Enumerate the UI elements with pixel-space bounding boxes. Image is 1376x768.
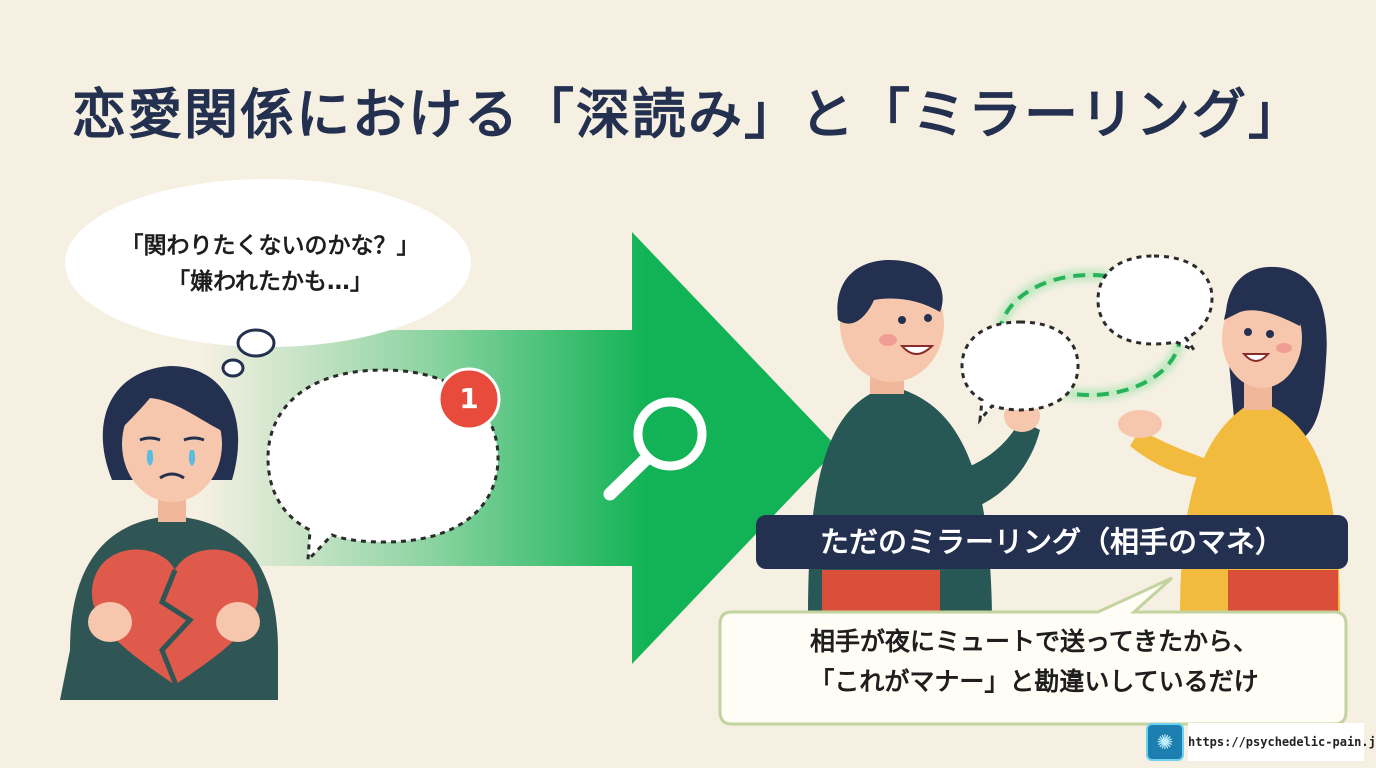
empty-message-bubble — [266, 368, 500, 565]
notification-badge-icon — [437, 367, 501, 431]
page-title: 恋愛関係における「深読み」と「ミラーリング」 — [72, 83, 1304, 146]
transition-arrow — [200, 232, 838, 664]
woman-speech-bubble — [1096, 254, 1214, 354]
notification-count: 1 — [459, 382, 479, 415]
man-speech-bubble — [960, 320, 1080, 425]
explanation-text: 相手が夜にミュートで送ってきたから、 「これがマナー」と勘違いしているだけ — [722, 622, 1346, 702]
mirroring-label: ただのミラーリング（相手のマネ） — [756, 515, 1348, 569]
thought-line-1: 「関わりたくないのかな？」 — [120, 233, 420, 259]
explanation-line-2: 「これがマナー」と勘違いしているだけ — [809, 667, 1259, 696]
footer-url[interactable]: https://psychedelic-pain.jp/ — [1188, 723, 1376, 761]
thought-line-2: 「嫌われたかも…」 — [167, 269, 373, 295]
magnifier-icon — [603, 397, 707, 501]
explanation-line-1: 相手が夜にミュートで送ってきたから、 — [809, 627, 1258, 656]
thought-text: 「関わりたくないのかな？」 「嫌われたかも…」 — [70, 228, 470, 300]
thought-bubble — [65, 179, 471, 378]
broken-heart-icon — [91, 549, 259, 686]
site-logo-icon: ✺ — [1146, 723, 1184, 761]
